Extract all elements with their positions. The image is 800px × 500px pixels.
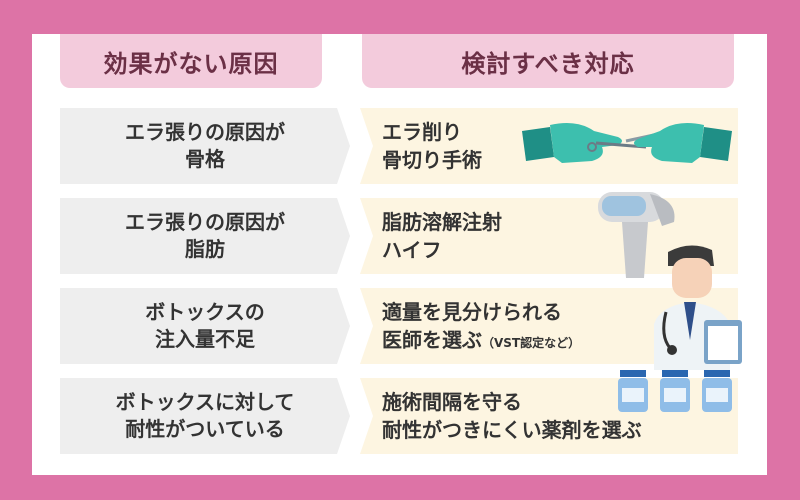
hifu-device-icon [598, 192, 675, 278]
action-line: 適量を見分けられる [382, 300, 562, 324]
cause-line: エラ張りの原因が [125, 210, 285, 234]
surgery-gloves-icon [522, 123, 732, 163]
action-line: 耐性がつきにくい薬剤を選ぶ [382, 418, 642, 442]
cause-box-1: エラ張りの原因が 骨格 [60, 108, 350, 184]
cause-line: 耐性がついている [125, 417, 285, 441]
cause-header: 効果がない原因 [60, 34, 322, 88]
cause-line: エラ張りの原因が [125, 120, 285, 144]
action-header: 検討すべき対応 [362, 34, 734, 88]
action-note: （VST認定など） [482, 336, 581, 350]
action-line: 施術間隔を守る [382, 390, 522, 414]
cause-line: ボトックスに対して [115, 390, 295, 414]
medicine-bottles-icon [618, 370, 732, 412]
cause-box-3: ボトックスの 注入量不足 [60, 288, 350, 364]
action-line: エラ削り [382, 120, 462, 144]
action-line: ハイフ [382, 238, 442, 262]
cause-line: 注入量不足 [155, 327, 255, 351]
doctor-icon [654, 245, 742, 370]
cause-line: ボトックスの [145, 300, 265, 324]
cause-line: 骨格 [185, 147, 225, 171]
action-line: 脂肪溶解注射 [382, 210, 502, 234]
action-box-3: 適量を見分けられる 医師を選ぶ（VST認定など） [360, 288, 738, 364]
cause-box-4: ボトックスに対して 耐性がついている [60, 378, 350, 454]
action-line: 骨切り手術 [382, 148, 482, 172]
cause-box-2: エラ張りの原因が 脂肪 [60, 198, 350, 274]
action-line: 医師を選ぶ（VST認定など） [382, 328, 581, 352]
cause-line: 脂肪 [185, 237, 225, 261]
